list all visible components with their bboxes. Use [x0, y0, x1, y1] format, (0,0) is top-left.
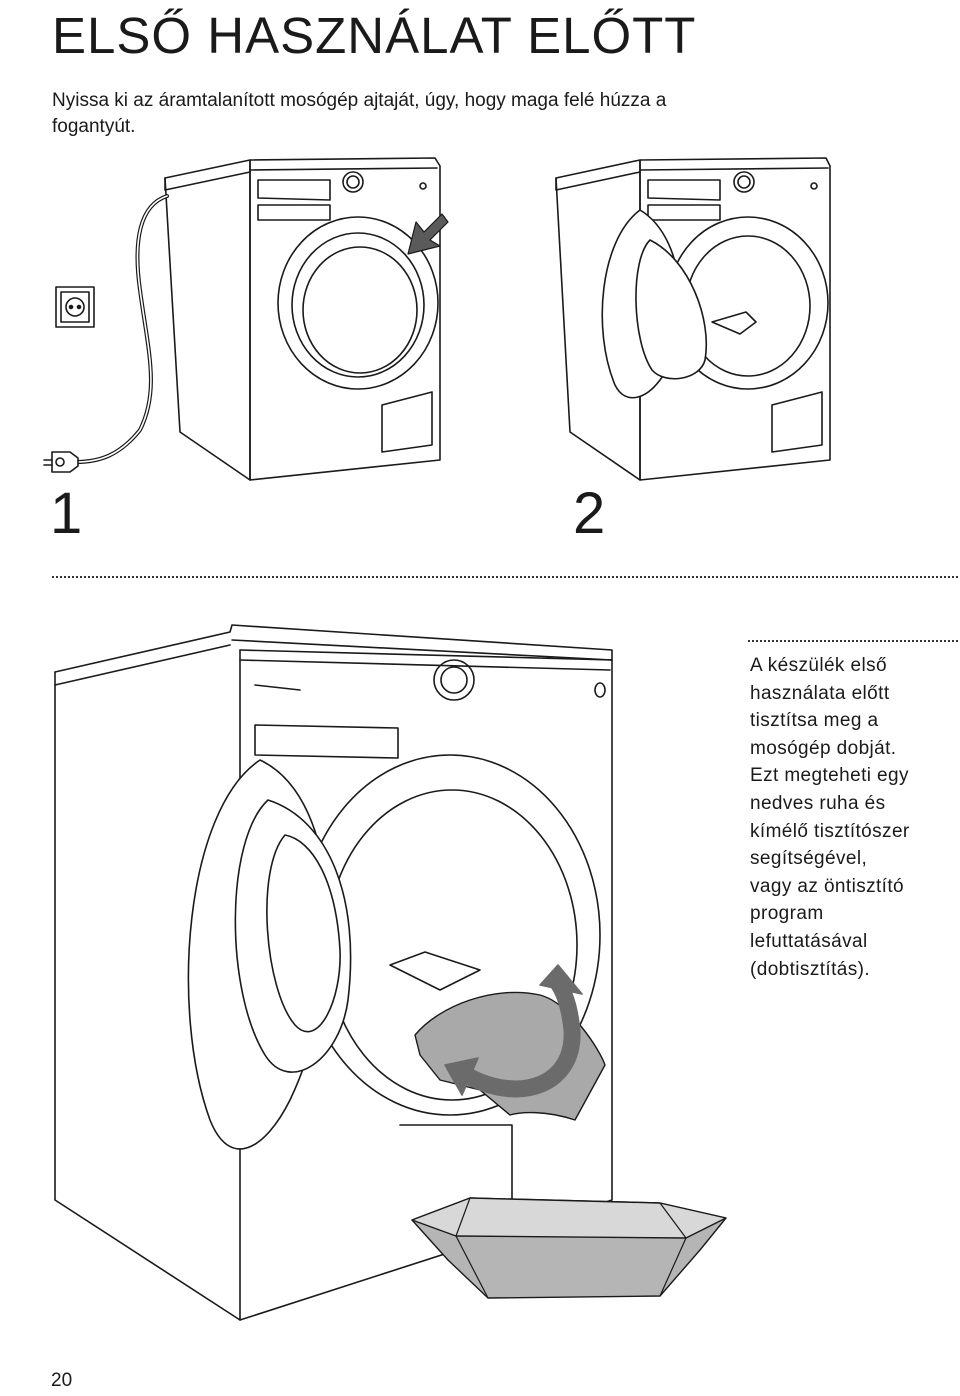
section-divider — [52, 576, 958, 578]
rotate-arrow-icon — [444, 964, 583, 1098]
power-socket-icon — [55, 286, 95, 328]
page-number: 20 — [51, 1370, 73, 1391]
description-line: program — [750, 903, 824, 925]
step2-washing-machine — [555, 157, 831, 481]
push-arrow-icon — [407, 213, 449, 255]
step1-washing-machine — [164, 157, 441, 481]
description-line: nedves ruha és — [750, 792, 886, 814]
water-bowl — [411, 1197, 727, 1299]
intro-text: Nyissa ki az áramtalanított mosógép ajta… — [52, 90, 667, 137]
cleaning-cloth — [414, 991, 606, 1121]
step3-washing-machine — [54, 624, 613, 1321]
power-cable — [74, 194, 169, 464]
description-line: segítségével, — [750, 848, 868, 870]
description-line: használata előtt — [750, 682, 890, 704]
power-plug-icon — [43, 451, 79, 473]
description-line: mosógép dobját. — [750, 737, 897, 759]
cleaning-description: A készülék első használata előtt tisztít… — [750, 652, 955, 983]
description-divider — [748, 640, 958, 642]
description-line: tisztítsa meg a — [750, 710, 879, 732]
page-title: ELSŐ HASZNÁLAT ELŐTT — [52, 7, 697, 64]
description-line: (dobtisztítás). — [750, 958, 871, 980]
description-line: kímélő tisztítószer — [750, 820, 910, 842]
description-line: lefuttatásával — [750, 930, 868, 952]
description-line: Ezt megteheti egy — [750, 765, 909, 787]
step-number-1: 1 — [50, 481, 83, 546]
description-line: vagy az öntisztító — [750, 875, 904, 897]
description-line: A készülék első — [750, 655, 887, 676]
step-number-2: 2 — [573, 481, 606, 546]
